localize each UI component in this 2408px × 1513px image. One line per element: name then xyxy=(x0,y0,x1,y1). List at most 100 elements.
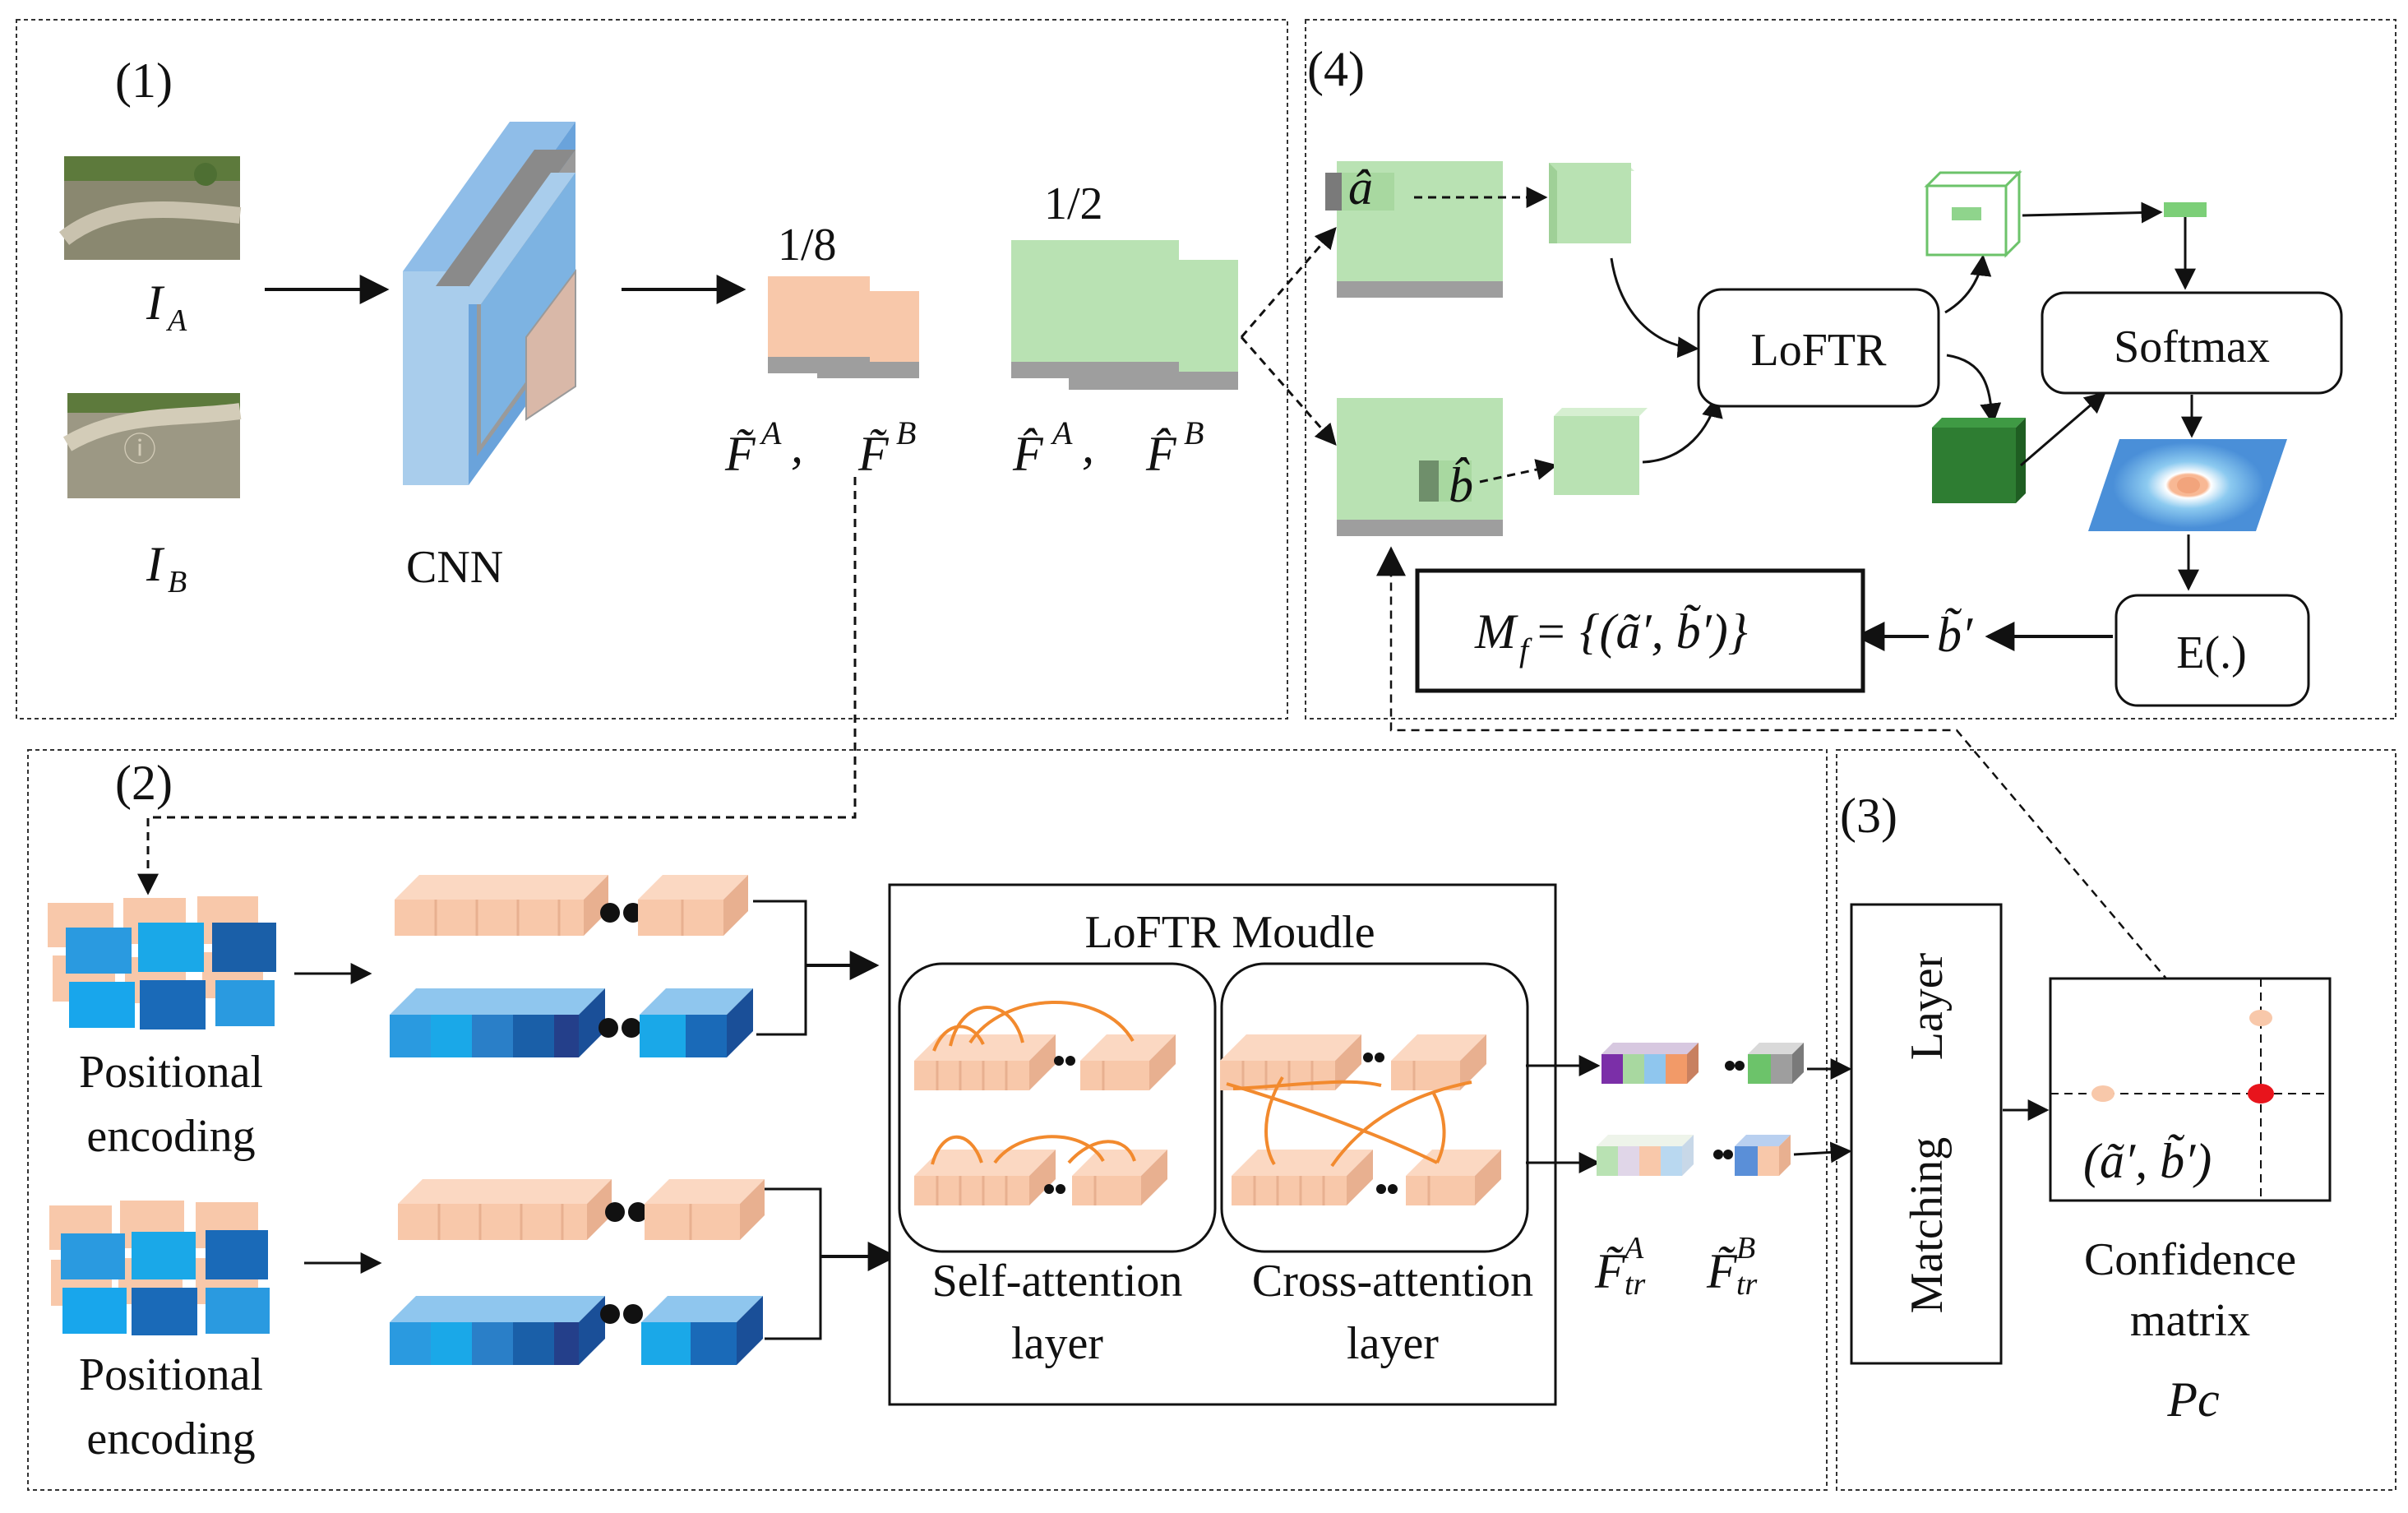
cross-attention-label-line1: Cross-attention xyxy=(1252,1256,1533,1307)
panel-3-frame xyxy=(1836,749,2396,1491)
coarse-feature-a-sup: A xyxy=(759,414,782,451)
coarse-scale-label: 1/8 xyxy=(778,220,837,271)
expectation-box xyxy=(2115,594,2310,707)
coarse-feature-maps xyxy=(768,276,919,378)
self-attn-arcs-upper xyxy=(932,1000,1135,1052)
confidence-point-left xyxy=(2091,1085,2115,1102)
aerial-image-b: ⓘ xyxy=(62,393,242,498)
expectation-label: E(.) xyxy=(2176,627,2247,678)
output-feature-b: F̃ xyxy=(1706,1244,1738,1298)
arrow-loftr-to-dark-cube xyxy=(1946,354,2002,425)
panel-3-label: (3) xyxy=(1840,789,1897,843)
panel-1-label: (1) xyxy=(115,53,173,108)
arrow-loftr-to-query xyxy=(1944,254,1992,314)
self-attention-label-line2: layer xyxy=(1011,1318,1103,1369)
cross-attention-label-line2: layer xyxy=(1347,1318,1439,1369)
result-box xyxy=(1415,568,1865,693)
fine-feature-b: F̂ xyxy=(1145,427,1177,481)
cross-attention-box xyxy=(1220,962,1529,1253)
fine-comma: , xyxy=(1082,419,1094,473)
heatmap-parallelogram xyxy=(2088,439,2287,531)
confidence-label-line1: Confidence xyxy=(2084,1234,2296,1285)
aerial-image-a xyxy=(58,156,242,260)
confidence-symbol: Pc xyxy=(2166,1372,2219,1427)
panel-2-label: (2) xyxy=(115,756,173,810)
fine-window-b xyxy=(1337,398,1503,536)
query-token xyxy=(2164,202,2207,217)
coarse-feature-b-sup: B xyxy=(896,414,916,451)
dashed-arrow-fine-to-a xyxy=(1240,227,1337,338)
output-feature-a: F̃ xyxy=(1594,1244,1626,1298)
positional-encoding-1-line2: encoding xyxy=(86,1111,255,1162)
self-attn-arcs-lower xyxy=(931,1135,1136,1165)
loftr-box xyxy=(1697,288,1940,408)
fine-window-a xyxy=(1325,161,1503,298)
token-row-peach-2 xyxy=(398,1179,765,1240)
result-m: M xyxy=(1474,604,1518,659)
bracket-lower-tokens xyxy=(765,1187,822,1340)
token-row-peach-1 xyxy=(395,875,748,936)
coarse-comma: , xyxy=(791,419,803,473)
panel-4-frame xyxy=(1305,19,2396,719)
matching-layer-word2: Layer xyxy=(1902,952,1953,1060)
positional-encoding-2-line2: encoding xyxy=(86,1414,255,1464)
output-feature-b-sup: B xyxy=(1736,1231,1755,1265)
confidence-point-top xyxy=(2249,1010,2272,1026)
self-attention-label-line1: Self-attention xyxy=(932,1256,1183,1307)
cnn-block xyxy=(403,122,576,485)
a-hat-label: â xyxy=(1348,160,1373,215)
b-prime-label: b̃′ xyxy=(1937,608,1973,662)
output-feature-a-sup: A xyxy=(1622,1231,1644,1265)
panel-4-label: (4) xyxy=(1307,42,1365,96)
positional-encoding-grid-2 xyxy=(49,1201,270,1335)
output-tokens-a xyxy=(1601,1043,1804,1084)
fine-feature-b-sup: B xyxy=(1184,414,1204,451)
fine-feature-maps xyxy=(1011,240,1238,390)
matching-layer-box xyxy=(1850,903,2003,1365)
bracket-upper-tokens xyxy=(753,900,807,1036)
image-a-subscript: A xyxy=(165,303,187,338)
fine-feature-a: F̂ xyxy=(1012,427,1044,481)
crop-cube-a xyxy=(1549,163,1634,243)
output-feature-a-sub: tr xyxy=(1625,1267,1646,1302)
confidence-label-line2: matrix xyxy=(2130,1295,2250,1346)
arrow-crop-a-to-loftr xyxy=(1610,257,1699,359)
softmax-label: Softmax xyxy=(2114,322,2270,372)
confidence-point-match xyxy=(2248,1084,2274,1104)
output-feature-b-sub: tr xyxy=(1736,1267,1758,1302)
arrow-query-to-token xyxy=(2022,201,2163,224)
image-b-subscript: B xyxy=(168,565,187,599)
cross-attn-arcs xyxy=(1226,1076,1472,1168)
positional-encoding-1-line1: Positional xyxy=(79,1047,263,1098)
positional-encoding-2-line1: Positional xyxy=(79,1349,263,1400)
arrow-crop-b-to-loftr xyxy=(1642,396,1723,464)
dashed-arrow-fine-to-b xyxy=(1240,336,1337,446)
matching-layer-word1: Matching xyxy=(1902,1137,1953,1314)
coarse-feature-b: F̃ xyxy=(857,427,890,481)
result-set: = {(ã′, b̃′)} xyxy=(1534,604,1748,659)
panel-1-frame xyxy=(16,19,1288,719)
self-attn-tokens-lower xyxy=(914,1150,1167,1205)
output-tokens-b xyxy=(1597,1135,1791,1176)
dashed-link-coarse-to-encoding xyxy=(137,477,857,895)
cnn-label: CNN xyxy=(406,542,503,593)
loftr-label: LoFTR xyxy=(1751,325,1888,376)
fine-scale-label: 1/2 xyxy=(1044,178,1103,229)
b-hat-label: b̂ xyxy=(1449,458,1473,512)
cross-attn-tokens-lower xyxy=(1232,1150,1501,1205)
query-cube-outline xyxy=(1924,169,2022,258)
token-row-blue-1 xyxy=(390,988,753,1057)
image-a-label: I xyxy=(146,275,165,330)
image-b-label: I xyxy=(146,537,165,591)
dark-feature-cube xyxy=(1932,418,2026,503)
arrow-dark-cube-to-softmax xyxy=(2020,391,2106,467)
token-row-blue-2 xyxy=(390,1296,763,1365)
dashed-link-confidence-to-b xyxy=(1376,546,2260,1090)
cross-attn-tokens-upper xyxy=(1220,1034,1486,1090)
fine-feature-a-sup: A xyxy=(1050,414,1073,451)
coarse-feature-a: F̃ xyxy=(724,427,756,481)
panel-2-frame xyxy=(27,749,1828,1491)
positional-encoding-grid-1 xyxy=(48,896,276,1029)
self-attention-box xyxy=(898,962,1217,1253)
